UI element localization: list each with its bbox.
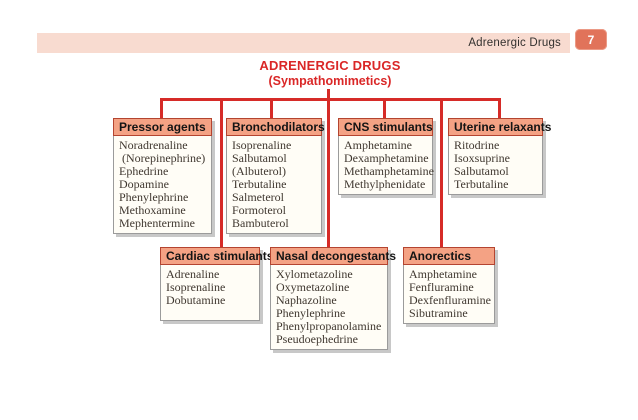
drug-item: Dexamphetamine bbox=[344, 151, 429, 165]
drug-item: Naphazoline bbox=[276, 293, 337, 307]
box-title: Uterine relaxants bbox=[454, 120, 552, 134]
drug-item: Sibutramine bbox=[409, 306, 468, 320]
drug-item: Dobutamine bbox=[166, 293, 226, 307]
drug-item: Amphetamine bbox=[344, 138, 412, 152]
drug-item: Amphetamine bbox=[409, 267, 477, 281]
connector-drop-cardiac bbox=[220, 98, 223, 247]
drug-item: Phenylpropanolamine bbox=[276, 319, 382, 333]
connector-drop-anorectics bbox=[440, 98, 443, 247]
drug-item: Fenfluramine bbox=[409, 280, 474, 294]
drug-item: Formoterol bbox=[232, 203, 286, 217]
drug-item: Adrenaline bbox=[166, 267, 220, 281]
drug-item: Methoxamine bbox=[119, 203, 186, 217]
drug-item: Noradrenaline bbox=[119, 138, 188, 152]
box-header: Nasal decongestants bbox=[270, 247, 396, 265]
diagram-title-line2: (Sympathomimetics) bbox=[268, 74, 392, 88]
box-title: Pressor agents bbox=[119, 120, 206, 134]
connector-drop-nasal bbox=[327, 98, 330, 247]
drug-item: Ephedrine bbox=[119, 164, 169, 178]
drug-item: Dexfenfluramine bbox=[409, 293, 491, 307]
page-header-label: Adrenergic Drugs bbox=[468, 37, 561, 49]
drug-item: Salbutamol bbox=[454, 164, 509, 178]
box-pressor-agents: Pressor agents Noradrenaline (Norepineph… bbox=[113, 118, 212, 234]
box-header: CNS stimulants bbox=[338, 118, 433, 136]
page-number-badge: 7 bbox=[575, 29, 607, 50]
diagram-title-line1: ADRENERGIC DRUGS bbox=[259, 58, 401, 73]
connector-title-stem bbox=[327, 89, 330, 101]
box-title: Bronchodilators bbox=[232, 120, 325, 134]
box-title: Nasal decongestants bbox=[276, 249, 397, 263]
box-title: CNS stimulants bbox=[344, 120, 433, 134]
drug-item: Dopamine bbox=[119, 177, 169, 191]
drug-item: Phenylephrine bbox=[276, 306, 346, 320]
drug-item: (Albuterol) bbox=[232, 164, 286, 178]
drug-item: Xylometazoline bbox=[276, 267, 353, 281]
drug-item: Isoprenaline bbox=[166, 280, 226, 294]
drug-item: Isoxsuprine bbox=[454, 151, 510, 165]
drug-item: Terbutaline bbox=[232, 177, 287, 191]
drug-item: Oxymetazoline bbox=[276, 280, 350, 294]
box-title: Cardiac stimulants bbox=[166, 249, 274, 263]
drug-item: Methamphetamine bbox=[344, 164, 434, 178]
drug-item: Mephentermine bbox=[119, 216, 195, 230]
diagram-title: ADRENERGIC DRUGS (Sympathomimetics) bbox=[230, 58, 430, 88]
connector-horizontal-bar bbox=[160, 98, 501, 101]
drug-item: Phenylephrine bbox=[119, 190, 189, 204]
drug-item: Salbutamol bbox=[232, 151, 287, 165]
drug-item: Bambuterol bbox=[232, 216, 289, 230]
drug-item: Methylphenidate bbox=[344, 177, 426, 191]
drug-item: (Norepinephrine) bbox=[119, 151, 206, 165]
drug-item: Terbutaline bbox=[454, 177, 509, 191]
box-header: Uterine relaxants bbox=[448, 118, 551, 136]
box-header: Cardiac stimulants bbox=[160, 247, 273, 265]
box-title: Anorectics bbox=[409, 249, 472, 263]
page-header-bar: Adrenergic Drugs bbox=[37, 33, 570, 53]
page-number: 7 bbox=[587, 32, 595, 47]
connector-drop-pressor bbox=[160, 98, 163, 118]
box-header: Bronchodilators bbox=[226, 118, 325, 136]
drug-item: Isoprenaline bbox=[232, 138, 292, 152]
drug-item: Pseudoephedrine bbox=[276, 332, 358, 346]
connector-drop-cns bbox=[383, 98, 386, 118]
drug-item: Salmeterol bbox=[232, 190, 284, 204]
connector-drop-broncho bbox=[270, 98, 273, 118]
box-header: Anorectics bbox=[403, 247, 495, 265]
connector-drop-uterine bbox=[498, 98, 501, 118]
drug-item: Ritodrine bbox=[454, 138, 500, 152]
box-header: Pressor agents bbox=[113, 118, 212, 136]
